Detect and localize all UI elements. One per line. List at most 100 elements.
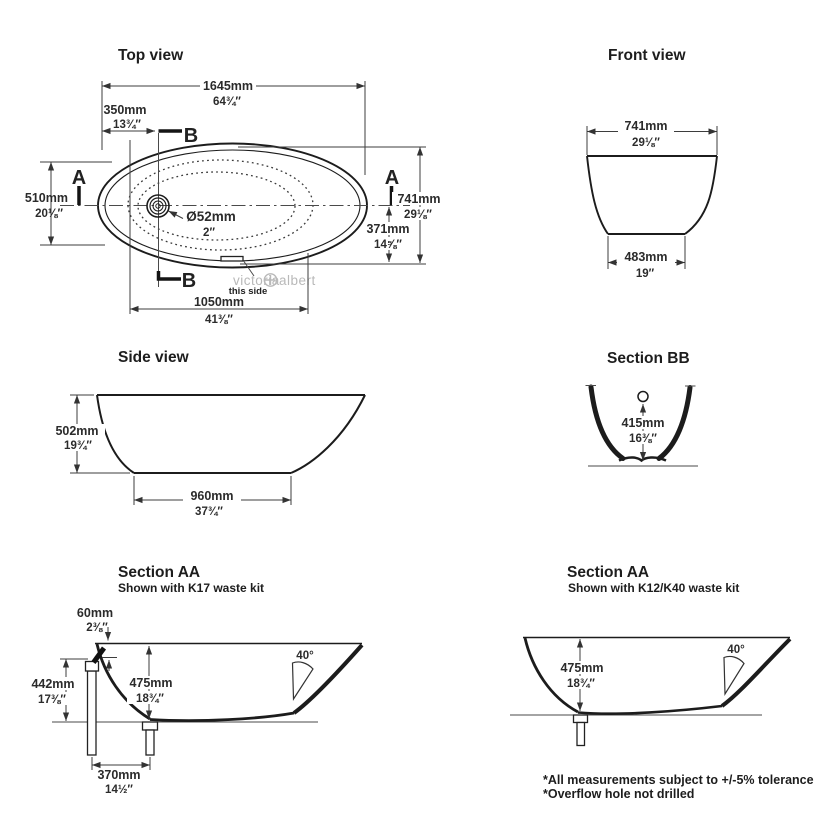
brand-name-left: victoria [233, 273, 280, 288]
overflow-pipe-nut [84, 660, 100, 672]
dim-overflow-in: 16⅜″ [629, 433, 657, 445]
tub-base [618, 456, 667, 463]
top-view: Top view A A B B Ø52mm 2″ victoria [25, 47, 446, 326]
dim-base-in: 19″ [636, 268, 655, 280]
dim-depth-mm: 475mm [129, 676, 172, 690]
tub-base [149, 711, 295, 722]
dim-depth-in: 18¾″ [567, 678, 595, 690]
section-label-a-left: A [72, 167, 86, 189]
tub-right-wall [656, 385, 693, 461]
drain-dia-in: 2″ [203, 227, 215, 239]
drain-ring-outer [146, 194, 170, 218]
tub-right-wall [290, 394, 366, 474]
section-aa-title: Section AA [567, 564, 649, 581]
section-aa-subtitle: Shown with K12/K40 waste kit [568, 581, 739, 595]
label-backing [615, 416, 671, 429]
brand-logo-icon [263, 273, 278, 287]
rim-tips [585, 385, 696, 387]
dim-width-in: 29⅛″ [632, 137, 660, 149]
dim-overflow-offset-in: 13¾″ [113, 119, 141, 131]
tub-right-wall [292, 643, 364, 715]
side-view: Side view 502mm 19¾″ 960mm 37¾″ [49, 349, 366, 518]
dim-width-mm: 741mm [397, 192, 440, 206]
label-backing [49, 424, 105, 438]
section-aa-title: Section AA [118, 564, 200, 581]
drain-dia-mm: Ø52mm [186, 209, 236, 224]
label-backing [56, 438, 100, 451]
tub-left-wall [96, 394, 135, 474]
label-backing [620, 431, 666, 444]
label-backing [26, 677, 80, 690]
label-backing [124, 676, 178, 689]
drain-center [155, 203, 161, 209]
tub-base [577, 704, 723, 715]
label-backing [618, 119, 674, 133]
label-backing [183, 489, 241, 502]
waste-pipe [145, 729, 155, 756]
angle-wedge [723, 655, 745, 697]
dim-base-length-in: 41⅜″ [205, 314, 233, 326]
footnote-tolerance: *All measurements subject to +/-5% toler… [543, 773, 814, 787]
dim-length-in: 64¾″ [213, 96, 241, 108]
drain-ring-mid [149, 197, 167, 215]
section-label-b-bottom: B [182, 270, 196, 292]
footnotes: *All measurements subject to +/-5% toler… [543, 773, 814, 801]
dim-half-width-mm: 371mm [366, 222, 409, 236]
section-label-a-right: A [385, 167, 399, 189]
drain-ring-inner [152, 200, 164, 212]
label-backing [617, 250, 675, 264]
brand-name-right: albert [279, 273, 316, 288]
section-label-b-top: B [184, 125, 198, 147]
footnote-overflow: *Overflow hole not drilled [543, 787, 694, 801]
section-aa-k12: Section AA Shown with K12/K40 waste kit … [510, 564, 792, 747]
dim-inner-width-mm: 510mm [25, 191, 68, 205]
dim-base-length-mm: 1050mm [194, 295, 244, 309]
drain [146, 194, 170, 218]
top-view-title: Top view [118, 47, 184, 64]
dim-height-in: 19¾″ [64, 440, 92, 452]
angle-label: 40° [296, 650, 314, 662]
front-view: Front view 741mm 29⅛″ 483mm 19″ [586, 47, 718, 280]
waste-flange [572, 714, 589, 724]
label-backing [364, 222, 414, 235]
basin-lower-contour [137, 171, 296, 241]
dim-base-mm: 483mm [624, 250, 667, 264]
dim-rim-in: 2⅜″ [86, 622, 108, 634]
this-side-note: this side [229, 286, 268, 297]
tub-right-wall [720, 637, 792, 708]
section-aa-k17: Section AA Shown with K17 waste kit 60mm… [26, 564, 364, 796]
waste-flange [141, 721, 159, 731]
angle-label: 40° [727, 644, 745, 656]
label-backing [555, 661, 609, 674]
dim-waste-mm: 370mm [97, 768, 140, 782]
tub-left-wall [523, 637, 579, 714]
dim-overflow-in: 17⅜″ [38, 694, 66, 706]
dim-waste-in: 14½″ [105, 784, 133, 796]
dim-length-mm: 1645mm [203, 79, 253, 93]
dim-depth-in: 18¾″ [136, 693, 164, 705]
section-bb: Section BB 415mm 16⅜″ [585, 350, 698, 467]
tub-right-wall [684, 155, 718, 235]
dim-width-mm: 741mm [624, 119, 667, 133]
overflow-hole [637, 390, 649, 403]
dim-depth-mm: 475mm [560, 661, 603, 675]
dim-rim-mm: 60mm [77, 606, 113, 620]
label-backing [392, 192, 446, 205]
drain-leader-arrow [168, 210, 184, 219]
label-backing [29, 692, 74, 705]
section-aa-subtitle: Shown with K17 waste kit [118, 581, 264, 595]
section-b-mark-bottom [156, 271, 181, 281]
label-backing [396, 207, 440, 220]
front-view-title: Front view [608, 47, 686, 64]
overflow-elbow [91, 646, 107, 664]
dim-overflow-mm: 442mm [31, 677, 74, 691]
overflow-pipe [86, 670, 97, 756]
dim-width-in: 29⅛″ [404, 209, 432, 221]
label-backing [127, 691, 172, 704]
dim-height-mm: 502mm [55, 424, 98, 438]
overflow-position-marker [220, 255, 244, 262]
tub-left-wall [588, 384, 626, 461]
label-backing [366, 237, 410, 250]
